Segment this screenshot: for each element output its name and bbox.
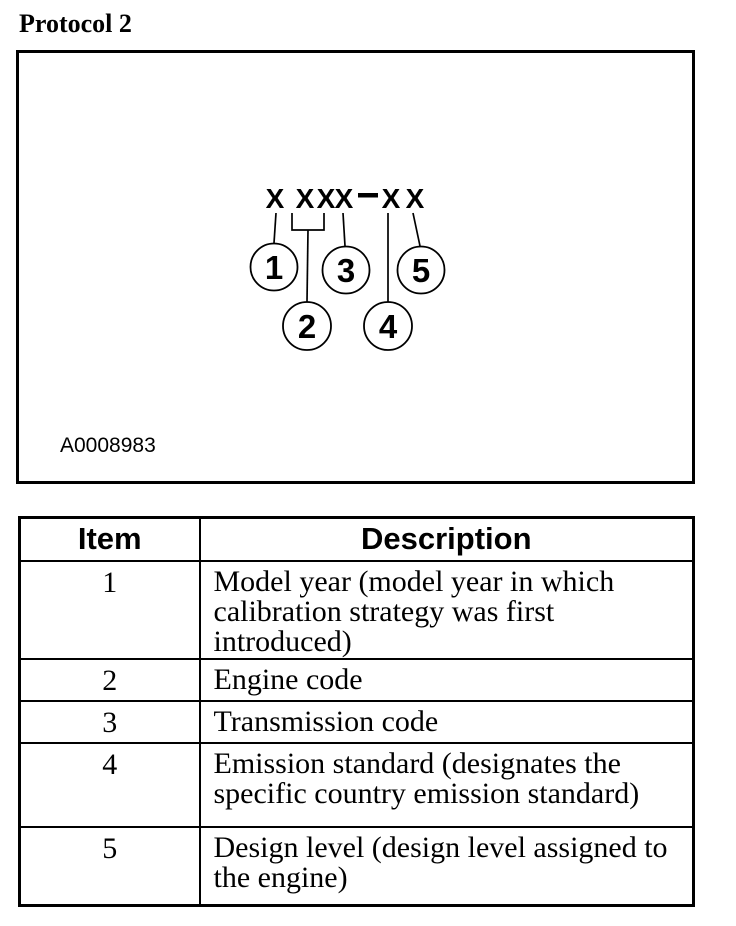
callout-number-3: 3	[337, 252, 355, 289]
description-line: Emission standard (designates the	[213, 746, 621, 780]
callout-circle-4	[363, 301, 413, 351]
callout-number-5: 5	[412, 252, 430, 289]
description-line: Design level (design level assigned to	[213, 830, 668, 864]
code-char-3: X	[317, 183, 336, 214]
leader-drop-2	[306, 229, 309, 303]
leader-line-1	[273, 212, 277, 244]
table-row: 3 Transmission code	[18, 699, 695, 744]
figure-box: X X X X X X 1 2 3 4 5 A0008983	[16, 50, 695, 484]
callout-number-2: 2	[298, 308, 316, 345]
dash-separator-icon	[358, 193, 378, 198]
column-header-description: Description	[198, 516, 695, 562]
code-char-4: X	[335, 183, 354, 214]
code-char-6: X	[406, 183, 425, 214]
code-char-5: X	[382, 183, 401, 214]
item-description: Transmission code	[198, 699, 695, 744]
item-number: 4	[18, 741, 201, 828]
code-char-1: X	[266, 183, 285, 214]
item-description: Emission standard (designates the specif…	[198, 741, 695, 828]
table-row: 5 Design level (design level assigned to…	[18, 825, 695, 907]
callout-circle-5	[396, 245, 446, 295]
callout-number-4: 4	[379, 308, 398, 345]
code-char-2: X	[296, 183, 315, 214]
description-line: the engine)	[213, 860, 348, 894]
description-line: calibration strategy was first	[213, 594, 555, 628]
item-number: 5	[18, 825, 201, 907]
description-line: specific country emission standard)	[213, 776, 640, 810]
leader-line-5	[412, 212, 421, 247]
column-header-item: Item	[18, 516, 201, 562]
callout-circle-2	[282, 301, 332, 351]
figure-id: A0008983	[60, 434, 156, 457]
item-description-table: Item Description 1 Model year (model yea…	[18, 516, 695, 907]
item-description: Design level (design level assigned to t…	[198, 825, 695, 907]
item-number: 2	[18, 657, 201, 702]
callout-circle-1	[249, 242, 299, 292]
description-line: Transmission code	[213, 704, 439, 738]
description-line: introduced)	[213, 624, 352, 658]
table-row: 2 Engine code	[18, 657, 695, 702]
table-row: 4 Emission standard (designates the spec…	[18, 741, 695, 828]
item-description: Engine code	[198, 657, 695, 702]
callout-circle-3	[321, 245, 371, 295]
table-row: 1 Model year (model year in which calibr…	[18, 559, 695, 660]
item-number: 3	[18, 699, 201, 744]
description-line: Engine code	[213, 662, 363, 696]
item-description: Model year (model year in which calibrat…	[198, 559, 695, 660]
leader-line-3	[342, 212, 346, 247]
leader-bracket-2	[291, 213, 325, 231]
code-format-diagram: X X X X X X 1 2 3 4 5	[249, 183, 446, 351]
callout-number-1: 1	[265, 249, 283, 286]
table-header-row: Item Description	[18, 516, 695, 562]
description-line: Model year (model year in which	[213, 564, 615, 598]
page-title: Protocol 2	[19, 9, 132, 38]
item-number: 1	[18, 559, 201, 660]
